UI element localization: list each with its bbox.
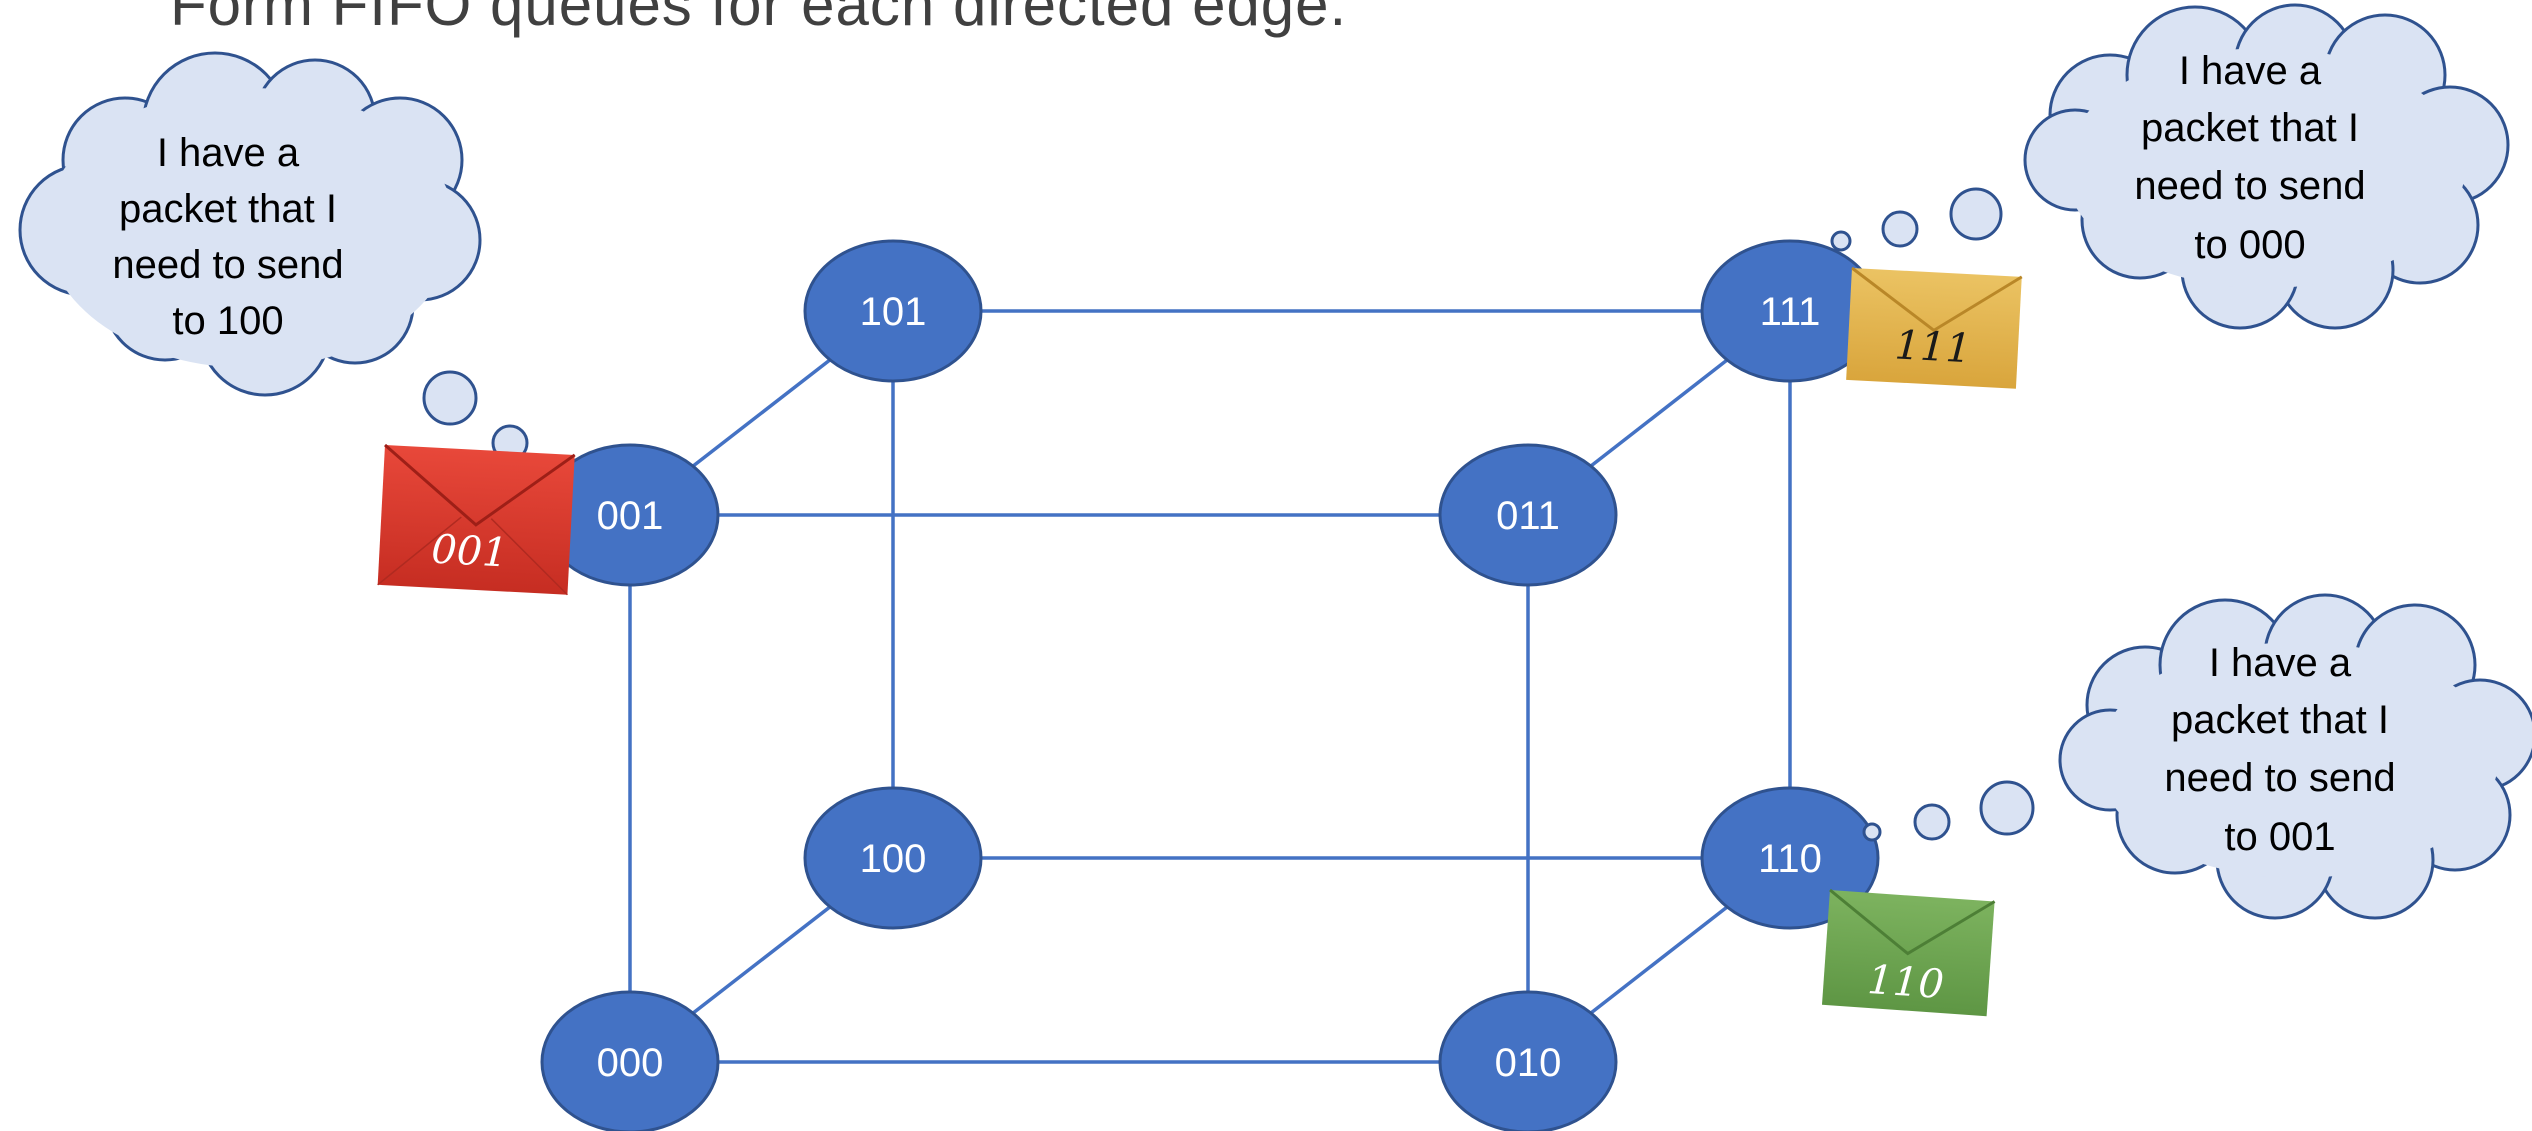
node-label: 011 <box>1496 494 1560 538</box>
packet-label: 111 <box>1894 322 1973 372</box>
node-111: 111 <box>1700 239 1880 383</box>
node-label: 101 <box>860 290 927 334</box>
cloud-line: to 000 <box>2194 223 2305 267</box>
node-label: 100 <box>860 837 927 881</box>
cloud-line: to 001 <box>2224 815 2335 859</box>
node-ellipse <box>803 239 983 383</box>
cloud-line: I have a <box>2179 49 2322 93</box>
node-label: 000 <box>597 1041 664 1085</box>
node-011: 011 <box>1438 443 1618 587</box>
node-101: 101 <box>803 239 983 383</box>
cloud-shape <box>18 51 482 397</box>
node-000: 000 <box>540 990 720 1131</box>
cloud-line: need to send <box>112 243 343 287</box>
cloud-line: packet that I <box>2141 106 2359 150</box>
node-ellipse <box>803 786 983 930</box>
node-label: 111 <box>1760 290 1821 334</box>
thought-dot-medium <box>1881 210 1919 248</box>
cloud-line: to 100 <box>172 299 283 343</box>
packet-110: 110 <box>1821 888 1996 1017</box>
thought-dot-small <box>1862 822 1882 842</box>
cloud-line: packet that I <box>119 187 337 231</box>
thought-dot-medium <box>1913 803 1951 841</box>
thought-bubble-111: I have a packet that I need to send to 0… <box>1830 3 2510 330</box>
node-ellipse <box>1438 990 1618 1131</box>
packet-111: 111 <box>1846 266 2023 389</box>
node-010: 010 <box>1438 990 1618 1131</box>
packet-label: 110 <box>1866 957 1945 1008</box>
thought-bubble-110: I have a packet that I need to send to 0… <box>1862 593 2532 920</box>
node-label: 010 <box>1495 1041 1562 1085</box>
thought-dot-large <box>1979 780 2035 836</box>
thought-dot-large <box>1949 187 2003 241</box>
node-ellipse <box>540 990 720 1131</box>
edges-layer <box>628 309 1792 1064</box>
envelope-icon <box>1846 266 2023 389</box>
node-001: 001 <box>540 443 720 587</box>
slide-title: Form FIFO queues for each directed edge. <box>170 0 1348 38</box>
nodes-layer: 000 001 010 011 100 101 110 111 <box>540 239 1880 1131</box>
cloud-line: need to send <box>2134 164 2365 208</box>
thought-dot-small <box>1830 230 1852 252</box>
cloud-line: I have a <box>2209 641 2352 685</box>
cloud-line: packet that I <box>2171 698 2389 742</box>
node-ellipse <box>1438 443 1618 587</box>
node-100: 100 <box>803 786 983 930</box>
cloud-line: need to send <box>2164 756 2395 800</box>
cloud-shape <box>2023 3 2510 330</box>
envelope-icon <box>377 443 576 596</box>
thought-bubble-001: I have a packet that I need to send to 1… <box>18 51 529 462</box>
packet-001: 001 <box>377 443 576 596</box>
thought-dot-large <box>422 370 478 426</box>
packet-label: 001 <box>430 527 509 577</box>
node-label: 110 <box>1758 837 1822 881</box>
node-label: 001 <box>597 494 664 538</box>
envelope-icon <box>1821 888 1996 1017</box>
cloud-shape <box>2058 593 2532 920</box>
cloud-line: I have a <box>157 131 300 175</box>
